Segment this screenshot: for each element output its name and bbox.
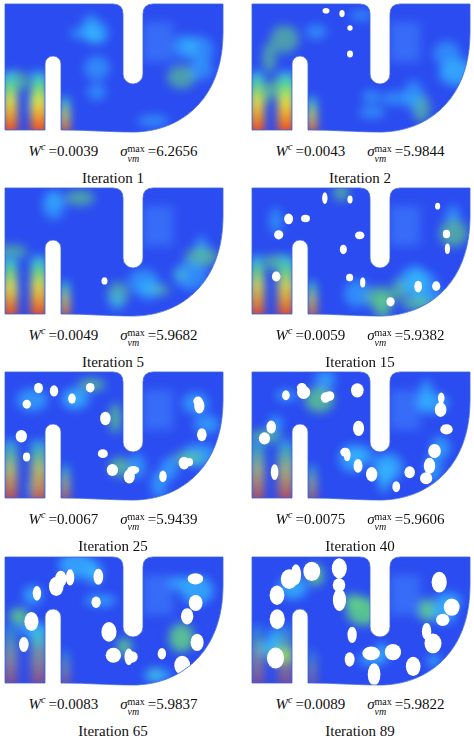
stress-symbol: σ	[120, 327, 127, 343]
subscript: vm	[375, 707, 392, 717]
stress-symbol: σ	[367, 143, 374, 159]
superscript: c	[288, 141, 292, 152]
stress-value: =5.9682	[148, 327, 198, 343]
stress-symbol: σ	[120, 511, 127, 527]
stress-value: =5.9822	[395, 696, 445, 712]
panel-caption: Wc=0.0039 σmaxvm=6.2656Iteration 1	[0, 136, 229, 188]
panel-caption: Wc=0.0043 σmaxvm=5.9844Iteration 2	[244, 136, 474, 188]
energy-value: =0.0089	[295, 696, 345, 712]
subscript: vm	[375, 338, 392, 348]
iteration-label: Iteration 15	[325, 354, 395, 370]
superscript: max	[375, 697, 392, 707]
stress-symbol: σ	[120, 696, 127, 712]
energy-value: =0.0043	[295, 143, 345, 159]
stress-symbol: σ	[367, 511, 374, 527]
iteration-label: Iteration 40	[325, 538, 395, 554]
stress-symbol: σ	[367, 327, 374, 343]
superscript: c	[41, 509, 45, 520]
subscript: vm	[128, 707, 145, 717]
superscript: max	[128, 697, 145, 707]
superscript: max	[375, 512, 392, 522]
stress-value: =5.9606	[395, 511, 445, 527]
panel-caption: Wc=0.0059 σmaxvm=5.9382Iteration 15	[244, 320, 474, 372]
stress-value: =5.9439	[148, 511, 198, 527]
superscript: c	[288, 694, 292, 705]
superscript: max	[128, 144, 145, 154]
stress-plot	[3, 372, 223, 505]
superscript: c	[41, 141, 45, 152]
energy-value: =0.0039	[48, 143, 98, 159]
superscript: max	[375, 144, 392, 154]
panel-caption: Wc=0.0089 σmaxvm=5.9822Iteration 89	[244, 689, 474, 741]
stress-value: =6.2656	[148, 143, 198, 159]
superscript: c	[41, 325, 45, 336]
energy-value: =0.0075	[295, 511, 345, 527]
subscript: vm	[375, 522, 392, 532]
subscript: vm	[375, 154, 392, 164]
stress-plot	[250, 4, 474, 137]
energy-value: =0.0049	[48, 327, 98, 343]
iteration-label: Iteration 1	[82, 170, 144, 186]
panel-caption: Wc=0.0083 σmaxvm=5.9837Iteration 65	[0, 689, 229, 741]
superscript: max	[375, 328, 392, 338]
energy-symbol: W	[28, 143, 41, 159]
stress-value: =5.9837	[148, 696, 198, 712]
stress-plot	[3, 551, 223, 690]
energy-symbol: W	[275, 511, 288, 527]
stress-value: =5.9382	[395, 327, 445, 343]
superscript: c	[41, 694, 45, 705]
iteration-label: Iteration 2	[329, 170, 391, 186]
stress-symbol: σ	[120, 143, 127, 159]
subscript: vm	[128, 154, 145, 164]
panel-caption: Wc=0.0067 σmaxvm=5.9439Iteration 25	[0, 504, 229, 556]
energy-symbol: W	[275, 327, 288, 343]
superscript: max	[128, 328, 145, 338]
superscript: max	[128, 512, 145, 522]
panel-caption: Wc=0.0049 σmaxvm=5.9682Iteration 5	[0, 320, 229, 372]
superscript: c	[288, 325, 292, 336]
energy-symbol: W	[275, 696, 288, 712]
subscript: vm	[128, 338, 145, 348]
stress-plot	[250, 370, 470, 505]
stress-plot	[0, 188, 223, 321]
stress-plot	[250, 557, 470, 690]
iteration-label: Iteration 65	[78, 723, 148, 739]
iteration-label: Iteration 25	[78, 538, 148, 554]
energy-value: =0.0083	[48, 696, 98, 712]
energy-symbol: W	[28, 696, 41, 712]
energy-value: =0.0067	[48, 511, 98, 527]
energy-symbol: W	[275, 143, 288, 159]
iteration-label: Iteration 89	[325, 723, 395, 739]
subscript: vm	[128, 522, 145, 532]
stress-symbol: σ	[367, 696, 374, 712]
panel-caption: Wc=0.0075 σmaxvm=5.9606Iteration 40	[244, 504, 474, 556]
energy-value: =0.0059	[295, 327, 345, 343]
stress-value: =5.9844	[395, 143, 445, 159]
stress-plot	[3, 4, 223, 137]
energy-symbol: W	[28, 327, 41, 343]
superscript: c	[288, 509, 292, 520]
iteration-label: Iteration 5	[82, 354, 144, 370]
stress-plot	[250, 183, 470, 321]
energy-symbol: W	[28, 511, 41, 527]
